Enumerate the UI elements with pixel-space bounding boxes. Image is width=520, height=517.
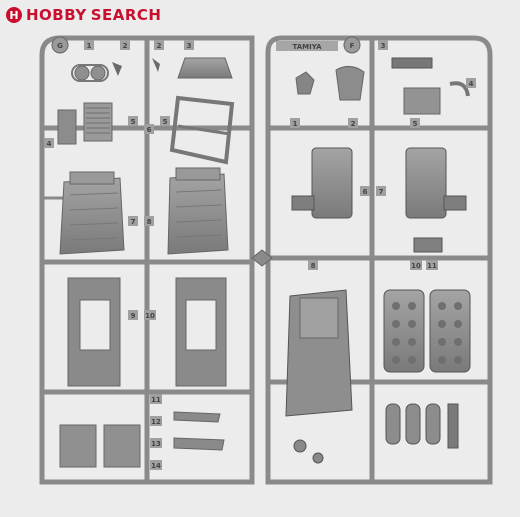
svg-text:9: 9 xyxy=(131,312,136,320)
hobby-search-logo: H HOBBY SEARCH xyxy=(6,5,162,25)
svg-text:3: 3 xyxy=(187,42,192,50)
brand-text-hobby: HOBBY xyxy=(26,6,87,24)
brand-mark-icon: H xyxy=(6,7,22,23)
svg-text:8: 8 xyxy=(147,218,152,226)
svg-text:7: 7 xyxy=(379,188,384,196)
svg-text:5: 5 xyxy=(163,118,168,126)
svg-text:2: 2 xyxy=(351,120,356,128)
brand-text-search: SEARCH xyxy=(90,6,162,24)
sprue-junction xyxy=(251,249,273,267)
svg-text:1: 1 xyxy=(293,120,298,128)
svg-text:2: 2 xyxy=(157,42,162,50)
svg-text:10: 10 xyxy=(145,312,155,320)
svg-text:6: 6 xyxy=(363,188,368,196)
svg-text:3: 3 xyxy=(381,42,386,50)
svg-text:4: 4 xyxy=(47,140,52,148)
svg-text:5: 5 xyxy=(413,120,418,128)
svg-text:6: 6 xyxy=(147,126,152,134)
svg-text:11: 11 xyxy=(427,262,437,270)
svg-text:13: 13 xyxy=(151,440,161,448)
svg-text:4: 4 xyxy=(469,80,474,88)
svg-text:5: 5 xyxy=(131,118,136,126)
sprue-left-parts xyxy=(57,57,235,468)
svg-text:7: 7 xyxy=(131,218,136,226)
sprue-left-letter: G xyxy=(57,42,63,50)
sprue-right-parts xyxy=(285,57,471,464)
sprue-left-tags: G 1 2 2 3 4 5 6 5 7 8 9 10 11 12 13 14 xyxy=(44,36,194,470)
svg-text:1: 1 xyxy=(87,42,92,50)
sprue-right-maker: TAMIYA xyxy=(292,43,322,51)
svg-text:11: 11 xyxy=(151,396,161,404)
svg-text:2: 2 xyxy=(123,42,128,50)
svg-text:8: 8 xyxy=(311,262,316,270)
sprue-right-letter: F xyxy=(350,42,355,50)
svg-text:14: 14 xyxy=(151,462,161,470)
svg-text:10: 10 xyxy=(411,262,421,270)
sprue-right-tags: TAMIYA F 1 2 3 4 5 6 7 8 10 11 xyxy=(276,36,476,270)
svg-text:12: 12 xyxy=(151,418,161,426)
